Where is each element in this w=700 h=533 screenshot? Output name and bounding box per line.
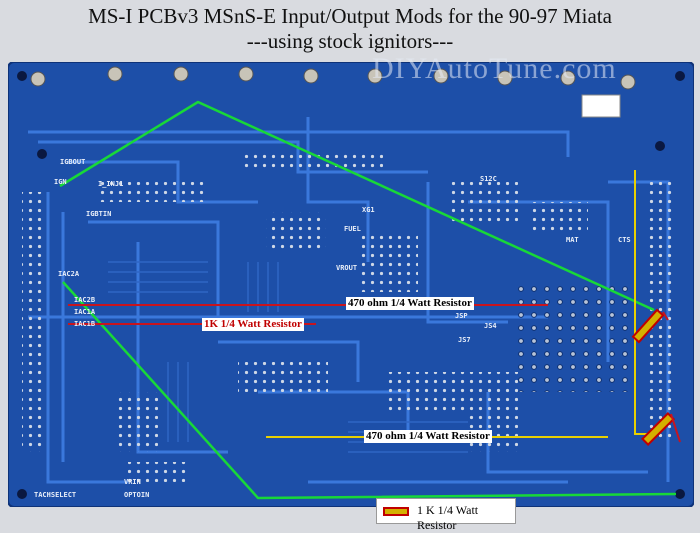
legend-box: 1 K 1/4 Watt Resistor [376, 498, 516, 532]
silkscreen-box [581, 94, 621, 118]
resistor-legend-icon [383, 507, 409, 516]
component-footprints [22, 152, 672, 482]
page-title: MS-I PCBv3 MSnS-E Input/Output Mods for … [88, 4, 612, 28]
top-connector-studs [30, 66, 636, 90]
label-jsp: JSP [455, 312, 468, 320]
label-igbout: IGBOUT [60, 158, 86, 166]
label-i-inj1: I_INJ1 [98, 180, 124, 188]
label-iac2a: IAC2A [58, 270, 80, 278]
mounting-holes [17, 71, 685, 499]
label-iac1b: IAC1B [74, 320, 96, 328]
legend-text: 1 K 1/4 Watt Resistor [417, 503, 479, 532]
pcb-board-photo [8, 62, 694, 507]
watermark-text: DIYAutoTune.com [372, 52, 617, 85]
label-js7: JS7 [458, 336, 471, 344]
label-xg1: XG1 [362, 206, 375, 214]
label-ign: IGN [54, 178, 67, 186]
label-iac2b: IAC2B [74, 296, 96, 304]
label-igbtin: IGBTIN [86, 210, 112, 218]
annotation-470-ohm-top: 470 ohm 1/4 Watt Resistor [346, 297, 474, 310]
label-vrout: VROUT [336, 264, 358, 272]
annotation-470-ohm-bottom: 470 ohm 1/4 Watt Resistor [364, 430, 492, 443]
green-jumper-wires [59, 100, 677, 500]
label-iac1a: IAC1A [74, 308, 96, 316]
proto-area [513, 280, 628, 392]
label-cts: CTS [618, 236, 631, 244]
annotation-1k-resistor: 1K 1/4 Watt Resistor [202, 318, 304, 331]
label-mat: MAT [566, 236, 579, 244]
label-vrin: VRIN [124, 478, 141, 486]
label-optoin: OPTOIN [124, 491, 150, 499]
label-js4: JS4 [484, 322, 497, 330]
page-subtitle: ---using stock ignitors--- [246, 29, 454, 53]
label-s12c: S12C [480, 175, 497, 183]
label-fuel: FUEL [344, 225, 361, 233]
resistor-1k-upper [631, 308, 665, 344]
label-tachselect: TACHSELECT [34, 491, 77, 499]
